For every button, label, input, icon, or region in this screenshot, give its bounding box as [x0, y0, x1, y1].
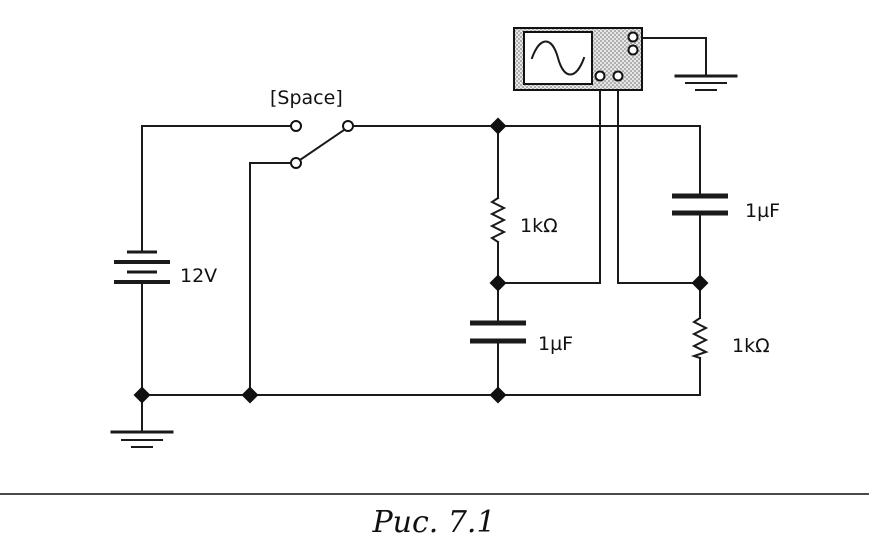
resistor-top[interactable]	[489, 196, 507, 244]
ground-icon	[110, 394, 174, 448]
scope-input-a[interactable]	[594, 70, 606, 82]
oscilloscope[interactable]	[513, 27, 643, 91]
scope-probe-wires	[497, 37, 707, 284]
figure-caption: Рис. 7.1	[371, 505, 495, 540]
battery-12v[interactable]	[114, 250, 170, 284]
switch-key-label: [Space]	[270, 87, 343, 109]
resistor-right[interactable]	[690, 316, 709, 360]
capacitor-bottom[interactable]	[470, 320, 526, 344]
junction-nodes	[133, 117, 709, 404]
scope-input-mid[interactable]	[627, 44, 639, 56]
scope-input-top[interactable]	[627, 31, 639, 43]
toggle-switch[interactable]	[290, 120, 354, 169]
scope-input-b[interactable]	[612, 70, 624, 82]
resistor-top-label: 1kΩ	[520, 215, 558, 237]
capacitor-right-label: 1µF	[745, 200, 780, 222]
ground-icon	[674, 74, 738, 91]
battery-branch	[141, 125, 291, 396]
capacitor-right[interactable]	[672, 193, 728, 216]
resistor-right-label: 1kΩ	[732, 335, 770, 357]
capacitor-bottom-label: 1µF	[538, 333, 573, 355]
switch-return-wire	[249, 162, 292, 396]
sine-wave-icon	[530, 40, 586, 76]
battery-label: 12V	[180, 265, 217, 287]
